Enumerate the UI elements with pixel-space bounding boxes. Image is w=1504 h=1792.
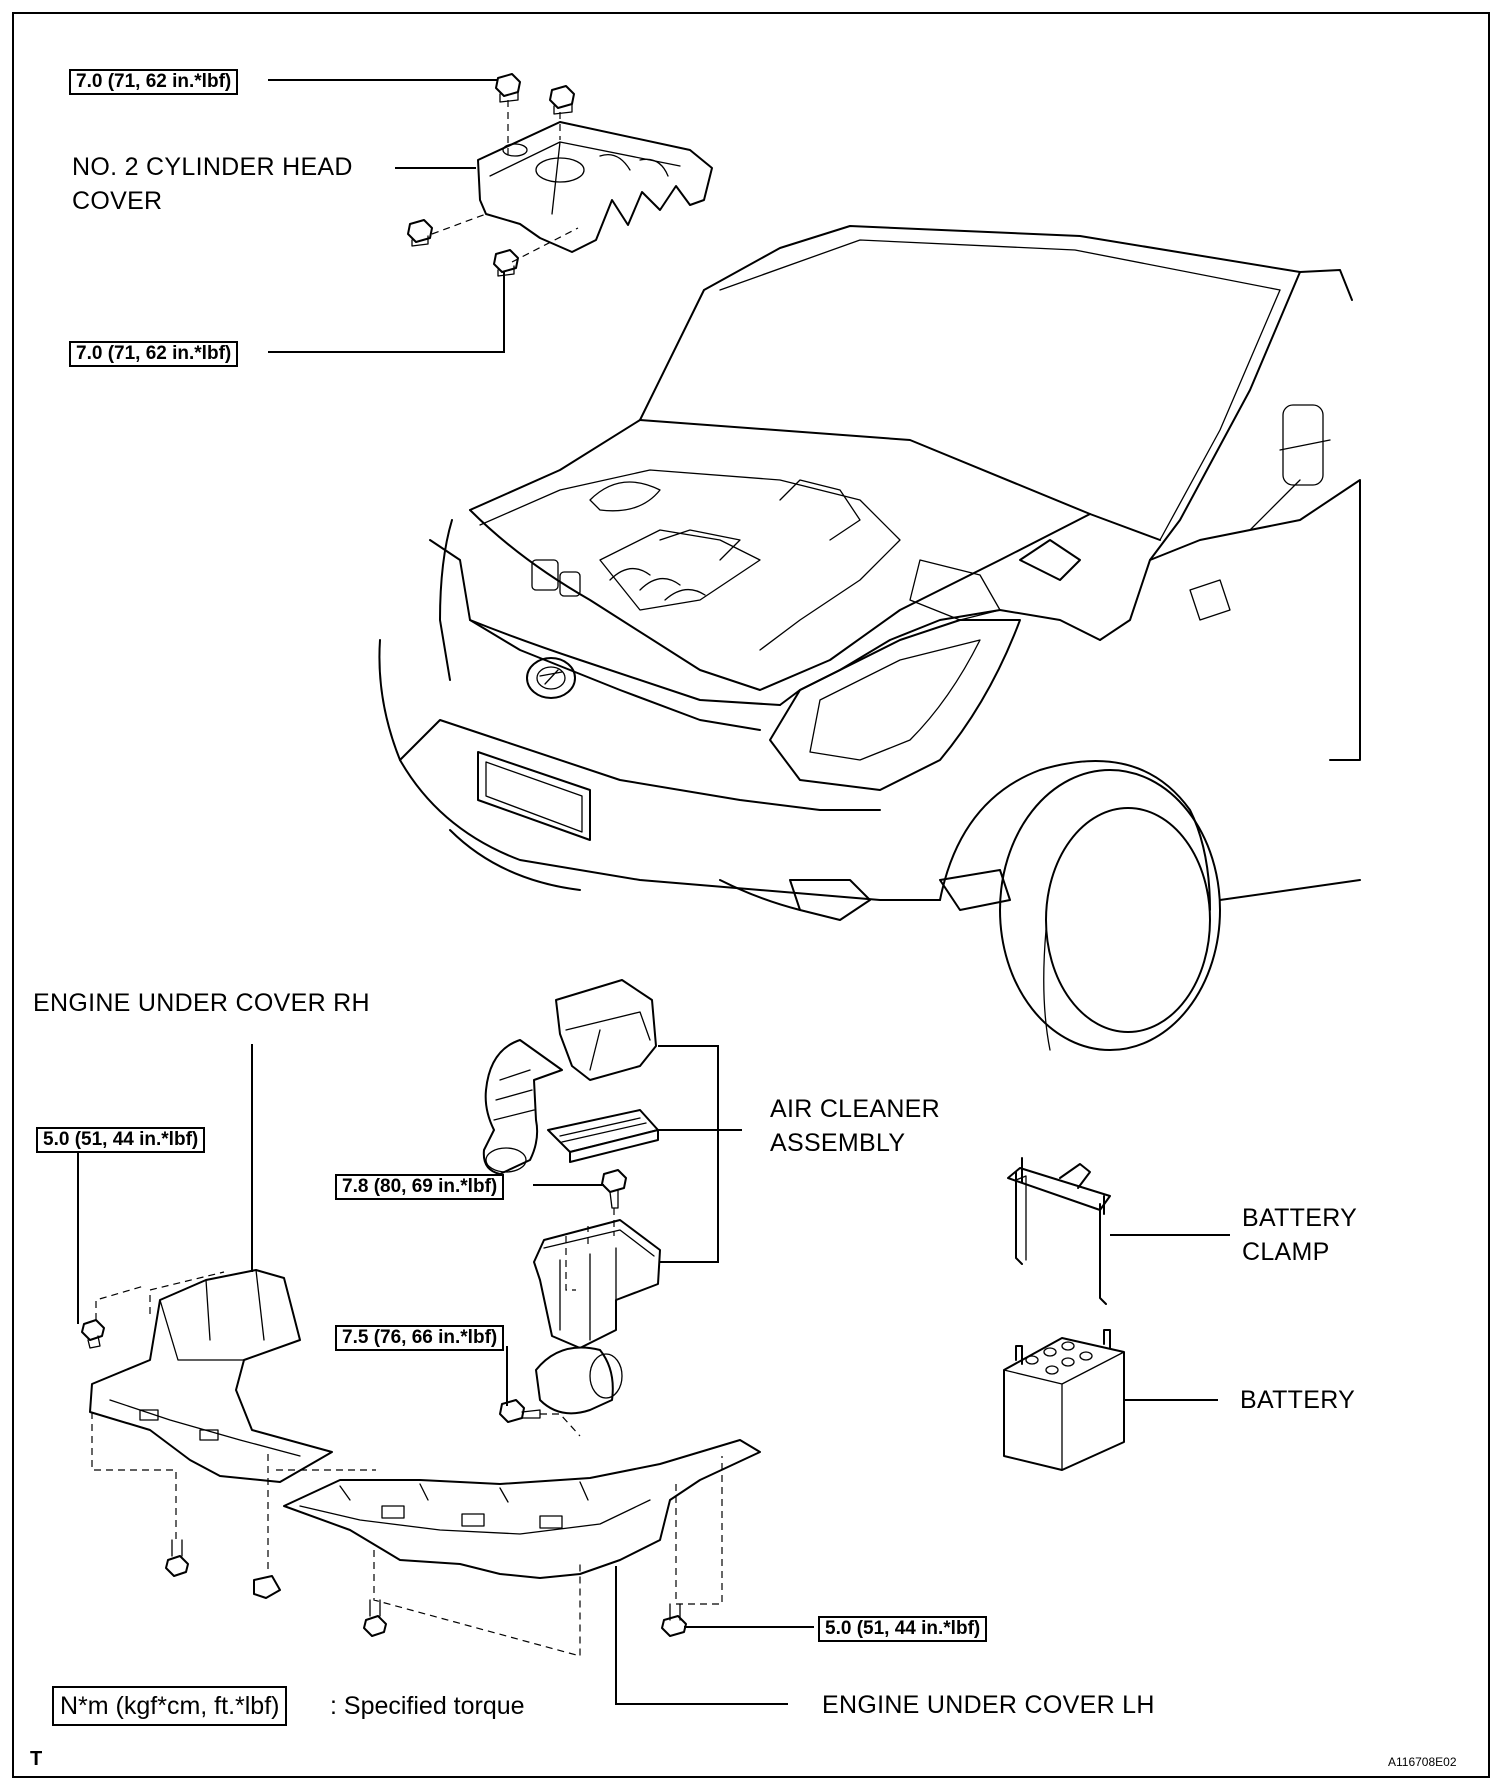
label-air-cleaner-assembly: AIR CLEANER ASSEMBLY (770, 1092, 940, 1160)
torque-under-cover-lh: 5.0 (51, 44 in.*lbf) (818, 1616, 988, 1642)
figure-id: A116708E02 (1388, 1755, 1457, 1769)
label-cylinder-head-cover-line2: COVER (72, 187, 163, 215)
label-engine-under-cover-lh: ENGINE UNDER COVER LH (822, 1691, 1155, 1719)
label-air-cleaner-line1: AIR CLEANER (770, 1095, 941, 1123)
air-cleaner-cap (482, 979, 657, 1175)
battery-clamp-illustration (1007, 1157, 1111, 1305)
label-battery: BATTERY (1240, 1386, 1356, 1414)
head-cover-nuts (407, 73, 575, 277)
diagram-frame (12, 12, 1490, 1778)
label-engine-under-cover-rh: ENGINE UNDER COVER RH (33, 989, 370, 1017)
torque-air-cleaner-lower: 7.5 (76, 66 in.*lbf) (335, 1325, 505, 1351)
label-cylinder-head-cover: NO. 2 CYLINDER HEAD COVER (72, 150, 353, 218)
air-filter-element (547, 1109, 659, 1163)
label-battery-clamp-line2: CLAMP (1242, 1238, 1330, 1266)
engine-under-cover-lh-illustration (283, 1439, 761, 1579)
vehicle-illustration (378, 225, 1361, 1051)
legend-unit-box: N*m (kgf*cm, ft.*lbf) (52, 1686, 288, 1726)
cylinder-head-cover-illustration (477, 121, 713, 253)
air-cleaner-leaders (506, 1045, 742, 1406)
under-cover-fasteners (81, 1319, 687, 1637)
torque-head-cover-top: 7.0 (71, 62 in.*lbf) (69, 69, 239, 95)
corner-mark: T (30, 1748, 43, 1770)
air-cleaner-case (533, 1219, 661, 1415)
battery-illustration (1003, 1329, 1125, 1471)
engine-under-cover-rh-illustration (89, 1269, 333, 1483)
battery-leaders (1110, 1234, 1230, 1401)
legend-description: : Specified torque (330, 1692, 525, 1720)
torque-under-cover-rh: 5.0 (51, 44 in.*lbf) (36, 1127, 206, 1153)
label-battery-clamp-line1: BATTERY (1242, 1204, 1358, 1232)
label-air-cleaner-line2: ASSEMBLY (770, 1129, 906, 1157)
label-cylinder-head-cover-line1: NO. 2 CYLINDER HEAD (72, 153, 353, 181)
label-battery-clamp: BATTERY CLAMP (1242, 1201, 1357, 1269)
under-cover-leaders (77, 1044, 814, 1705)
torque-air-cleaner-upper: 7.8 (80, 69 in.*lbf) (335, 1174, 505, 1200)
torque-head-cover-bottom: 7.0 (71, 62 in.*lbf) (69, 341, 239, 367)
head-cover-leaders (268, 79, 505, 353)
